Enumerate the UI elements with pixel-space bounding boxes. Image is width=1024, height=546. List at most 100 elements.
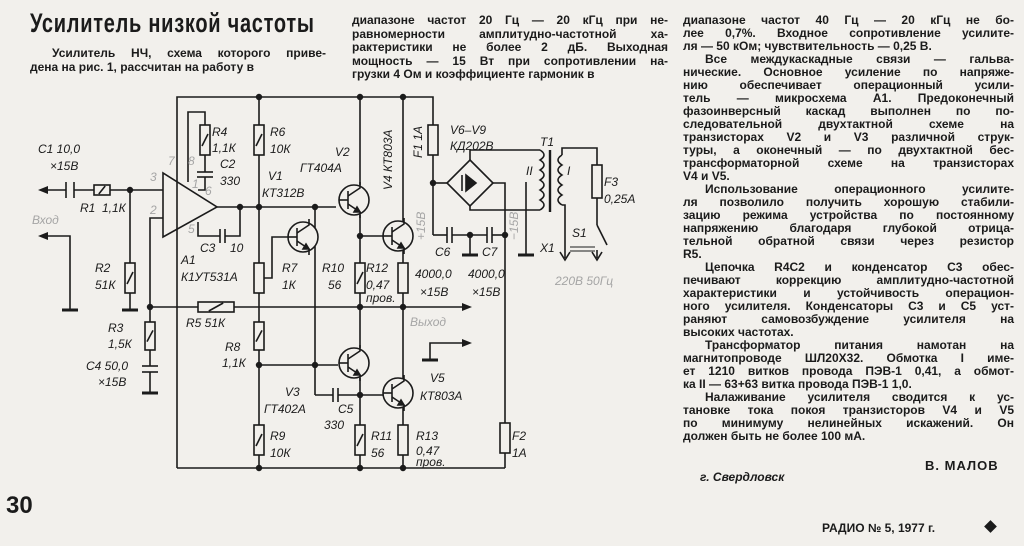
r4-label: R4 — [212, 125, 228, 139]
text-line: равномерности амплитудно-частотной ха- — [352, 26, 668, 41]
s1-label: S1 — [572, 226, 587, 240]
f1-label: F1 1А — [411, 126, 425, 158]
text-line: нию обеспечивает операционный усили- — [683, 78, 1014, 92]
f3-value: 0,25А — [604, 192, 635, 206]
text-line: грузки 4 Ом и коэффициенте гармоник в — [352, 67, 595, 81]
text-line: нические. Основное усиление по напряже- — [683, 65, 1014, 79]
text-line: Использование операционного усилите- — [705, 182, 1014, 196]
r13-value: 0,47 — [416, 444, 441, 458]
minus15-label: −15В — [507, 212, 521, 240]
text-line: Усилитель НЧ, схема которого приве- — [52, 46, 326, 60]
c3-label: C3 — [200, 241, 216, 255]
r3-value: 1,5К — [108, 337, 133, 351]
text-line: Налаживание усилителя сводится к ус- — [705, 390, 1014, 404]
r7-label: R7 — [282, 261, 299, 275]
c4-voltage: ×15В — [98, 375, 126, 389]
text-line: следовательной двухтактной схеме на — [683, 117, 1014, 131]
v2-type: ГТ404А — [300, 161, 342, 175]
junction-dot — [356, 303, 364, 311]
pin-label: 5 — [188, 222, 195, 236]
junction-dot — [255, 361, 263, 369]
page-number: 30 — [6, 492, 33, 519]
junction-dot — [466, 231, 474, 239]
magazine-footer: РАДИО № 5, 1977 г. — [822, 521, 936, 535]
junction-dot — [255, 464, 263, 472]
r9-resistor-mark — [255, 433, 263, 447]
text-line: характеристики и устойчивость операцион- — [683, 286, 1014, 300]
r8-label: R8 — [225, 340, 241, 354]
r1-label: R1 — [80, 201, 95, 215]
text-line: ет 1210 витков провода ПЭВ-1 0,41, а обм… — [683, 364, 1014, 378]
text-line: магнитопроводе ШЛ20Х32. Обмотка I име- — [683, 351, 1014, 365]
f1-fuse — [427, 124, 439, 156]
text-line: лее 0,7%. Входное сопротивление усилите- — [683, 26, 1014, 40]
r4-resistor-mark — [201, 133, 209, 147]
junction-dot — [311, 361, 319, 369]
c7-label: C7 — [482, 245, 499, 259]
author-name: В. МАЛОВ — [925, 458, 999, 473]
r6-value: 10К — [270, 142, 291, 156]
r12-wire-note: пров. — [366, 291, 396, 305]
text-line: должен быть не более 100 мА. — [683, 429, 866, 443]
c1-label: C1 10,0 — [38, 142, 80, 156]
junction-dot — [399, 303, 407, 311]
r13-wire-note: пров. — [416, 455, 446, 469]
t1-label: T1 — [540, 135, 554, 149]
junction-dot — [399, 93, 407, 101]
text-line: диапазоне частот 20 Гц — 20 кГц при не- — [352, 13, 668, 27]
junction-dot — [429, 179, 437, 187]
r8-resistor-mark — [255, 330, 263, 342]
article-column-3: диапазоне частот 40 Гц — 20 кГц не бо-ле… — [683, 14, 1014, 443]
article-title: Усилитель низкой частоты — [30, 8, 315, 38]
pin-label: 2 — [149, 203, 157, 217]
junction-dot — [399, 464, 407, 472]
f2-label: F2 — [512, 429, 526, 443]
text-line: тель — микросхема А1. Предоконечный — [683, 91, 1014, 105]
r2-value: 51К — [95, 278, 116, 292]
c7-value: 4000,0 — [468, 267, 505, 281]
v1-type: КТ312В — [262, 186, 304, 200]
text-line: фазоинверсный каскад выполнен по по- — [683, 104, 1014, 118]
a1-label: А1 — [180, 253, 196, 267]
r12-resistor — [397, 262, 409, 294]
text-line: ного усилителя. Конденсаторы C3 и C5 уст… — [683, 299, 1014, 313]
pin-label: 6 — [205, 184, 212, 198]
text-line: V4 и V5. — [683, 169, 730, 183]
c3-value: 10 — [230, 241, 244, 255]
text-line: дена на рис. 1, рассчитан на работу в — [30, 60, 254, 74]
f3-fuse — [591, 164, 603, 199]
r9-value: 10К — [270, 446, 291, 460]
junction-dot — [311, 203, 319, 211]
r6-resistor-mark — [255, 133, 263, 147]
pin-label: 7 — [168, 154, 176, 168]
r10-value: 56 — [328, 278, 342, 292]
output-label: Выход — [410, 315, 446, 329]
mains-label: 220В 50Гц — [554, 274, 613, 288]
diode-icon — [465, 173, 478, 193]
c4-label: C4 50,0 — [86, 359, 128, 373]
v3-transistor-arrow-icon — [352, 368, 362, 376]
text-line: R5. — [683, 247, 702, 261]
f3-label: F3 — [604, 175, 618, 189]
author-city: г. Свердловск — [700, 470, 785, 484]
v1-transistor-collector — [296, 219, 310, 234]
text-line: туры, а оконечный — по двухтактной бес- — [683, 143, 1014, 157]
f2-fuse — [499, 422, 511, 454]
r12-label: R12 — [366, 261, 388, 275]
v4-transistor-collector — [391, 218, 405, 233]
r3-resistor-mark — [146, 330, 154, 342]
r9-label: R9 — [270, 429, 286, 443]
r1-value: 1,1К — [102, 201, 127, 215]
junction-dot — [126, 186, 134, 194]
junction-dot — [356, 464, 364, 472]
v5-transistor-arrow-icon — [396, 398, 406, 406]
winding-i-label: I — [567, 164, 571, 178]
text-line: тановке тока покоя транзисторов V4 и V5 — [683, 403, 1014, 417]
r2-resistor-mark — [126, 271, 134, 285]
v1-transistor-arrow-icon — [301, 242, 311, 250]
v3-label: V3 — [285, 385, 300, 399]
text-line: по минимуму нелинейных искажений. Он — [683, 416, 1014, 430]
text-line: напряжению благодаря глубокой отрица- — [683, 221, 1014, 235]
article-column-2: диапазоне частот 20 Гц — 20 кГц при не-р… — [352, 13, 668, 82]
